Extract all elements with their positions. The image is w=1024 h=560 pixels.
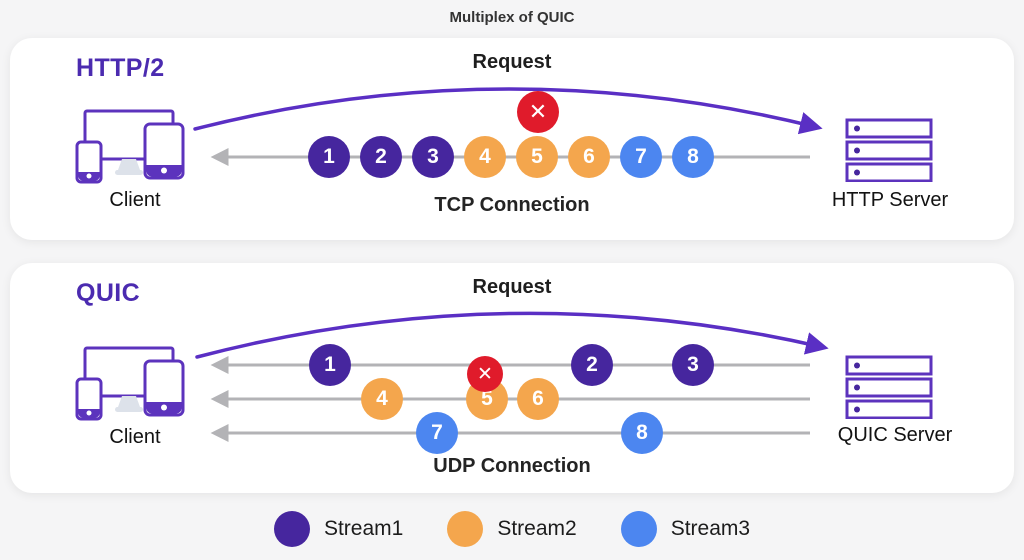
legend-item-stream2: Stream2 (447, 511, 577, 547)
stream3-color-dot (620, 511, 657, 547)
quic-heading: QUIC (76, 279, 141, 307)
http2-panel: HTTP/2 Request Client HTTP Server 1 2 3 … (10, 38, 1014, 240)
server-icon (845, 118, 935, 187)
client-label: Client (109, 189, 161, 211)
packet-8: 8 (672, 136, 714, 178)
client-label: Client (109, 426, 161, 448)
client-devices-icon (75, 343, 195, 432)
legend-item-stream1: Stream1 (273, 511, 404, 547)
request-label: Request (472, 51, 552, 73)
udp-connection-label: UDP Connection (433, 455, 591, 477)
request-label: Request (472, 276, 552, 298)
packet-1: 1 (308, 136, 350, 178)
stream3-packet-7: 7 (416, 412, 458, 454)
packet-7: 7 (620, 136, 662, 178)
stream1-packet-2: 2 (571, 344, 613, 386)
stream1-color-dot (273, 511, 310, 547)
stream3-packet-8: 8 (621, 412, 663, 454)
server-label: HTTP Server (831, 189, 949, 211)
legend-label: Stream1 (323, 517, 404, 540)
packet-6: 6 (568, 136, 610, 178)
page-title: Multiplex of QUIC (449, 9, 575, 26)
packet-3: 3 (412, 136, 454, 178)
stream1-packet-3: 3 (672, 344, 714, 386)
legend-label: Stream3 (670, 517, 751, 540)
stream2-color-dot (447, 511, 484, 547)
stream2-packet-4: 4 (361, 378, 403, 420)
http2-heading: HTTP/2 (76, 54, 165, 82)
server-label: QUIC Server (837, 424, 953, 446)
legend-item-stream3: Stream3 (620, 511, 751, 547)
packet-4: 4 (464, 136, 506, 178)
server-icon (845, 355, 935, 424)
quic-panel: QUIC Request Client QUIC Server 1 2 3 4 … (10, 263, 1014, 493)
packet-5: 5 (516, 136, 558, 178)
packet-loss-icon: ✕ (517, 91, 559, 133)
request-arrow (193, 87, 823, 135)
legend-label: Stream2 (497, 517, 577, 540)
packet-2: 2 (360, 136, 402, 178)
legend: Stream1 Stream2 Stream3 (0, 511, 1024, 547)
stream2-packet-6: 6 (517, 378, 559, 420)
tcp-connection-label: TCP Connection (434, 194, 590, 216)
stream1-packet-1: 1 (309, 344, 351, 386)
client-devices-icon (75, 106, 195, 195)
request-arrow (195, 311, 829, 359)
packet-loss-icon: ✕ (467, 356, 503, 392)
